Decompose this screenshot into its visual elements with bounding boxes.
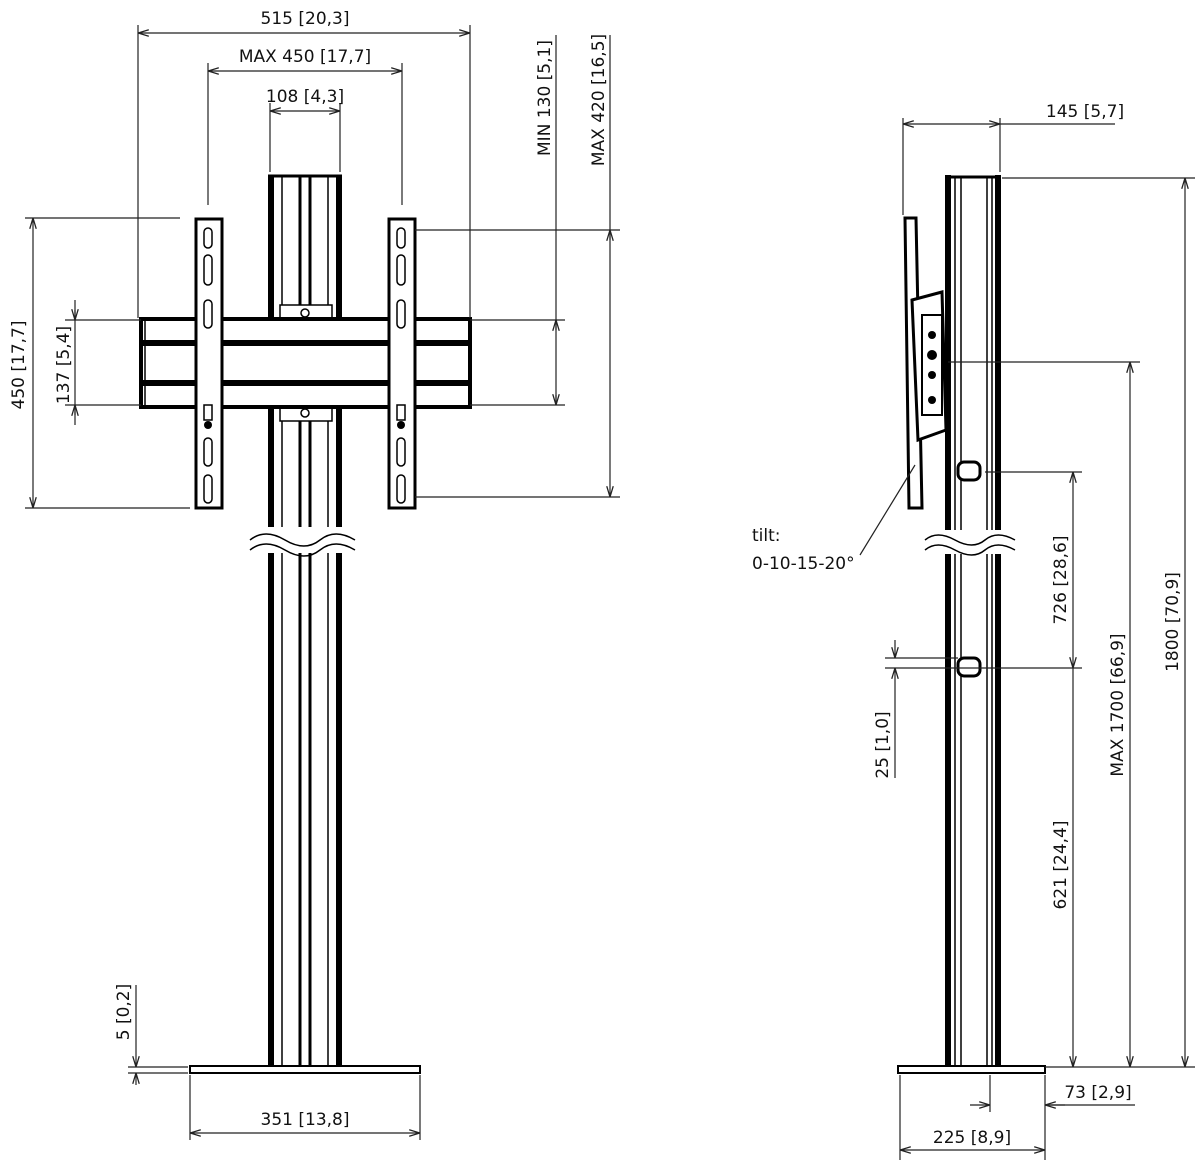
dim-min-130: MIN 130 [5,1]: [535, 40, 555, 156]
dim-145: 145 [5,7]: [1046, 102, 1124, 122]
side-base-plate: [897, 1065, 1046, 1074]
dim-1800: 1800 [70,9]: [1163, 572, 1183, 672]
dim-max-450: MAX 450 [17,7]: [239, 47, 371, 67]
dim-621: 621 [24,4]: [1051, 821, 1071, 910]
front-view: 515 [20,3] MAX 450 [17,7] 108 [4,3] MIN …: [9, 9, 620, 1140]
tilt-label: tilt:: [752, 526, 781, 546]
dim-max-420: MAX 420 [16,5]: [589, 34, 609, 166]
tilt-values: 0-10-15-20°: [752, 554, 855, 574]
dim-726: 726 [28,6]: [1051, 536, 1071, 625]
base-plate: [189, 1065, 421, 1074]
dim-73: 73 [2,9]: [1064, 1083, 1131, 1103]
column: [249, 174, 360, 1067]
side-column: [924, 175, 1020, 1067]
left-upright: [194, 217, 224, 510]
side-dimension-lines: [859, 118, 1195, 1160]
right-upright: [387, 217, 417, 510]
dim-450: 450 [17,7]: [9, 321, 29, 410]
dim-5: 5 [0,2]: [114, 984, 134, 1041]
dim-25: 25 [1,0]: [873, 711, 893, 778]
side-view: 145 [5,7] tilt: 0-10-15-20° 1800 [70,9] …: [752, 102, 1195, 1160]
dimension-lines: [25, 25, 620, 1140]
tilt-bracket: [903, 216, 948, 510]
dim-max-1700: MAX 1700 [66,9]: [1108, 633, 1128, 776]
dim-108: 108 [4,3]: [266, 87, 344, 107]
dim-515: 515 [20,3]: [261, 9, 350, 29]
dim-225: 225 [8,9]: [933, 1128, 1011, 1148]
dim-137: 137 [5,4]: [54, 326, 74, 404]
dim-351: 351 [13,8]: [261, 1110, 350, 1130]
crossbar: [139, 317, 472, 409]
